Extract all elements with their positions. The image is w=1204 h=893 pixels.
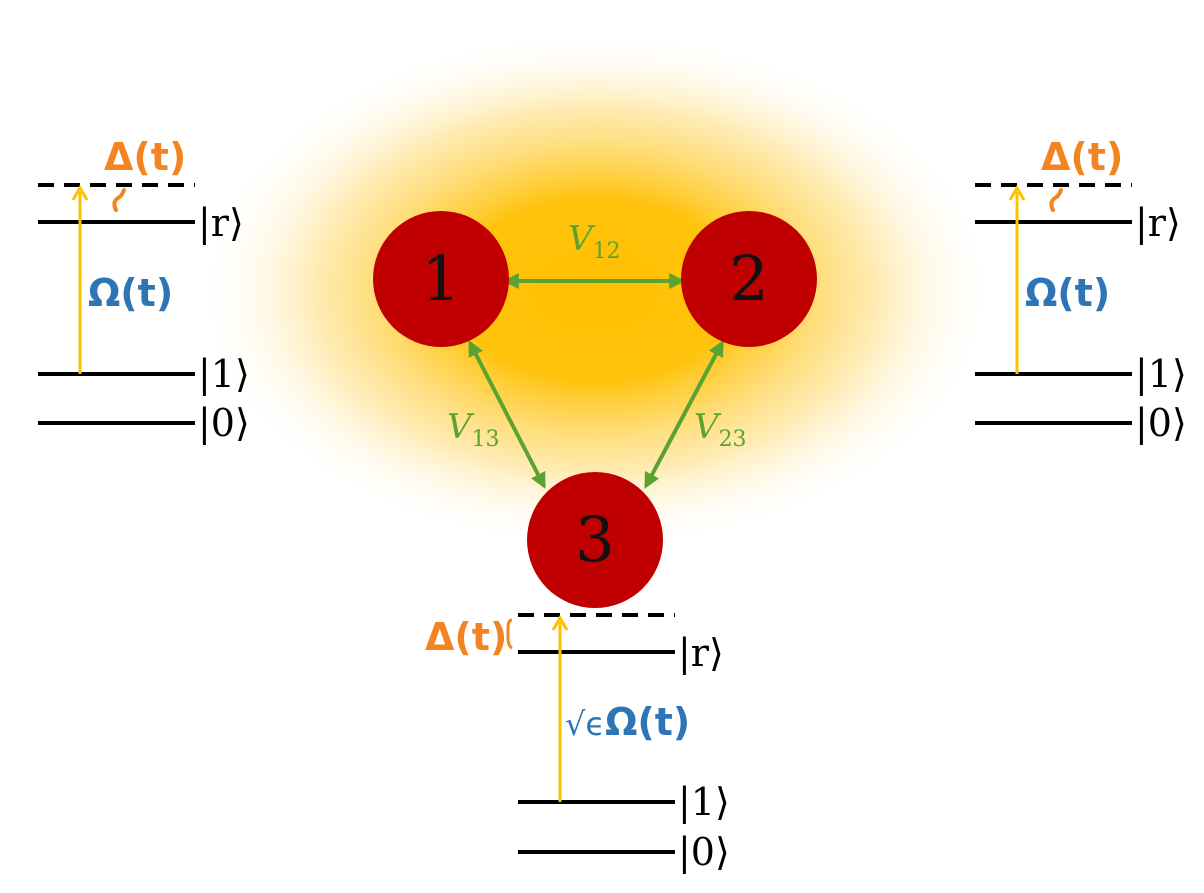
- coupling-label-12: V12: [568, 219, 621, 264]
- level-diagram-left: Δ(t) Ω(t) |r⟩ |1⟩ |0⟩: [38, 135, 250, 445]
- ket-1: |1⟩: [678, 780, 730, 824]
- atom-3: [527, 472, 663, 608]
- coupling-label-13: V13: [447, 407, 500, 452]
- detuning-label: Δ(t): [104, 135, 186, 179]
- coupling-label-23: V23: [694, 407, 747, 452]
- atom-1: [373, 211, 509, 347]
- laser-arrow-head: [71, 185, 89, 201]
- ket-1: |1⟩: [1135, 352, 1187, 396]
- detuning-label: Δ(t): [1041, 135, 1123, 179]
- interaction-arrow-23: [644, 340, 724, 489]
- level-diagram-right: Δ(t) Ω(t) |r⟩ |1⟩ |0⟩: [975, 135, 1187, 445]
- atom-2: [681, 211, 817, 347]
- detuning-squiggle: [1049, 188, 1063, 212]
- interaction-arrow-13: [468, 340, 546, 489]
- ket-0: |0⟩: [678, 830, 730, 874]
- detuning-squiggle: [112, 188, 126, 212]
- ket-1: |1⟩: [198, 352, 250, 396]
- rabi-label: Ω(t): [88, 271, 173, 315]
- ket-r: |r⟩: [198, 201, 244, 245]
- rabi-label: Ω(t): [1025, 271, 1110, 315]
- ket-r: |r⟩: [1135, 201, 1181, 245]
- detuning-label: Δ(t): [425, 615, 507, 659]
- atom-1-label: 1: [421, 242, 460, 315]
- laser-arrow-head: [1008, 185, 1026, 201]
- laser-arrow-head: [551, 615, 569, 631]
- ket-0: |0⟩: [198, 401, 250, 445]
- ket-0: |0⟩: [1135, 401, 1187, 445]
- atom-2-label: 2: [729, 242, 768, 315]
- interaction-glow: [196, 30, 996, 550]
- detuning-bracket: [506, 618, 513, 650]
- rabi-label: √ϵΩ(t): [565, 700, 690, 744]
- level-diagram-bottom: Δ(t) √ϵΩ(t) |r⟩ |1⟩ |0⟩: [425, 613, 730, 874]
- atom-3-label: 3: [575, 503, 614, 576]
- ket-r: |r⟩: [678, 631, 724, 675]
